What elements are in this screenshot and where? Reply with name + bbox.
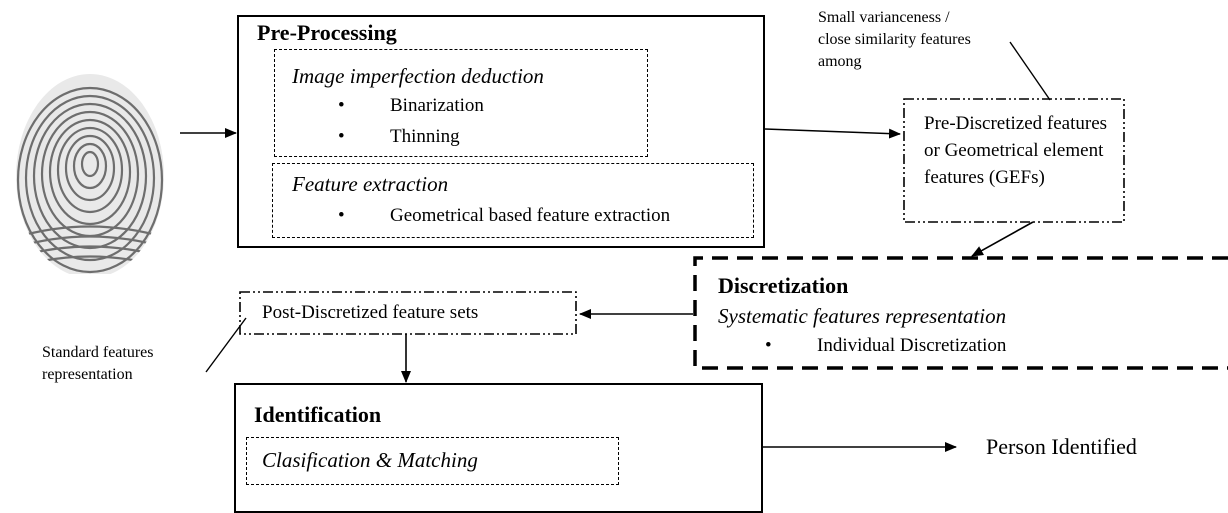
- bullet-glyph: •: [338, 126, 345, 147]
- annotation-top: Small varianceness / close similarity fe…: [818, 9, 971, 70]
- pre-discretized-label: Pre-Discretized features or Geometrical …: [924, 113, 1108, 188]
- extraction-heading: Feature extraction: [292, 172, 449, 196]
- fingerprint-image: [10, 64, 170, 274]
- classification-label: Clasification & Matching: [262, 448, 478, 472]
- geometrical-label: Geometrical based feature extraction: [390, 205, 671, 226]
- annotation-top-leader: [1009, 41, 1051, 101]
- pre-discretized-box: [903, 98, 1125, 223]
- annotation-left: Standard features representation: [42, 344, 154, 383]
- bullet-glyph: •: [765, 335, 772, 356]
- arrow-prediscretized-to-discretization: [971, 221, 1034, 257]
- preprocessing-title: Pre-Processing: [257, 20, 397, 45]
- imperfection-heading: Image imperfection deduction: [292, 64, 544, 88]
- post-discretized-box: [239, 291, 577, 335]
- binarization-label: Binarization: [390, 95, 484, 116]
- post-discretized-label: Post-Discretized feature sets: [262, 302, 479, 323]
- person-identified-label: Person Identified: [986, 434, 1137, 459]
- thinning-label: Thinning: [390, 126, 460, 147]
- bullet-glyph: •: [338, 95, 345, 116]
- bullet-individual-discretization: • Individual Discretization: [765, 335, 1006, 357]
- imperfection-box: [274, 49, 648, 157]
- arrow-preprocessing-to-prediscretized: [764, 128, 901, 139]
- extraction-box: [272, 163, 754, 238]
- individual-discretization-label: Individual Discretization: [817, 335, 1007, 356]
- classification-box: [246, 437, 619, 485]
- preprocessing-box: [237, 15, 765, 248]
- connector-layer: [180, 41, 1228, 452]
- discretization-box: [693, 256, 1228, 370]
- discretization-title: Discretization: [718, 273, 849, 298]
- bullet-binarization: • Binarization: [338, 95, 484, 117]
- identification-title: Identification: [254, 402, 382, 427]
- bullet-glyph: •: [338, 205, 345, 226]
- bullet-geometrical: • Geometrical based feature extraction: [338, 205, 670, 227]
- discretization-subtitle: Systematic features representation: [718, 304, 1007, 328]
- bullet-thinning: • Thinning: [338, 126, 460, 148]
